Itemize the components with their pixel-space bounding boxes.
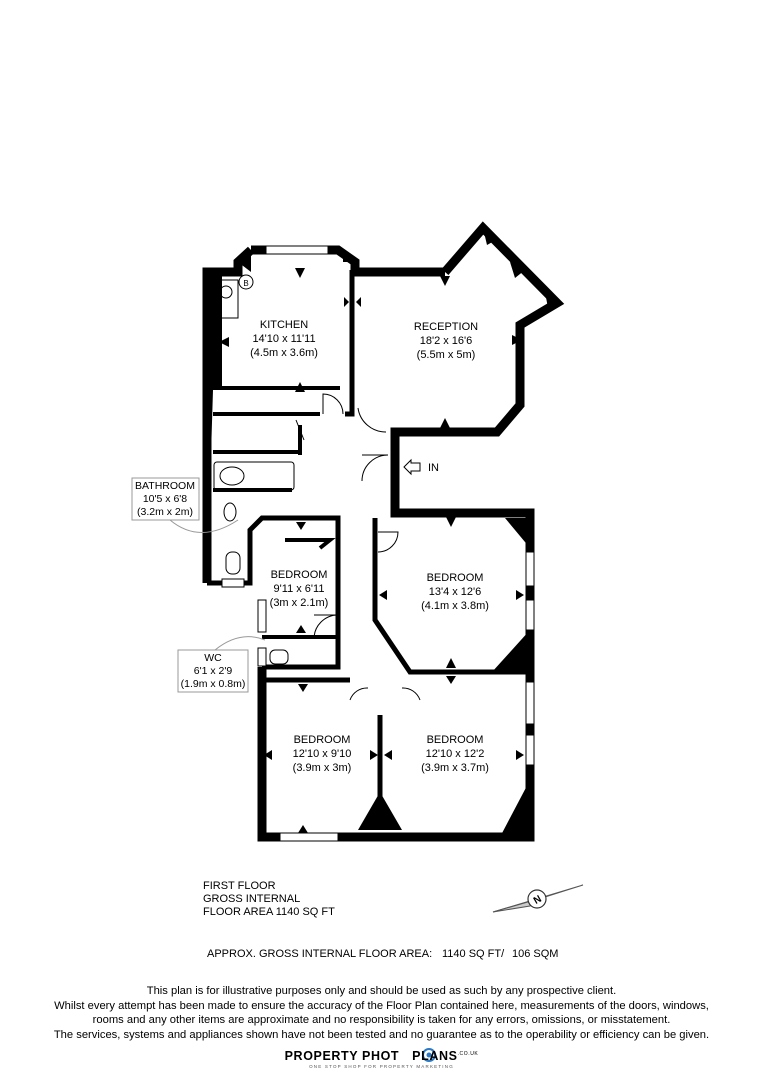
boiler-label: B <box>243 279 248 288</box>
wc-dim-imperial: 6'1 x 2'9 <box>194 665 233 677</box>
entrance-label: IN <box>428 462 439 474</box>
compass-icon: N <box>492 884 584 913</box>
kitchen-door-icon <box>322 393 344 415</box>
doors <box>295 393 421 701</box>
entrance-arrow-icon <box>403 458 421 476</box>
bedroom-east-dim-imperial: 13'4 x 12'6 <box>429 586 482 598</box>
disclaimer-line: Whilst every attempt has been made to en… <box>54 999 709 1012</box>
floor-info-line2: GROSS INTERNAL <box>203 893 301 905</box>
approx-area-label: APPROX. GROSS INTERNAL FLOOR AREA: <box>207 948 433 960</box>
kitchen-sink-icon <box>219 285 233 299</box>
bedroom-east-dim-metric: (4.1m x 3.8m) <box>421 600 489 612</box>
bedroom-sw-dim-metric: (3.9m x 3m) <box>293 762 352 774</box>
bedroom-east-name: BEDROOM <box>427 572 484 584</box>
bath-icon <box>213 461 295 491</box>
small-bedroom-door-icon <box>313 614 339 640</box>
bedroom-sw-door-icon <box>349 687 369 701</box>
brand-camera-icon <box>422 1048 436 1062</box>
reception-dim-imperial: 18'2 x 16'6 <box>420 335 473 347</box>
bedroom-small-dim-metric: (3m x 2.1m) <box>270 597 329 609</box>
approx-area-sqm: 106 SQM <box>512 948 559 960</box>
bathroom-callout: BATHROOM 10'5 x 6'8 (3.2m x 2m) <box>131 477 239 533</box>
compass-north-label: N <box>532 894 544 907</box>
cupboard-door-icon <box>295 419 305 441</box>
brand-logo: PROPERTY PHOT PLANS.CO.UK ONE STOP SHOP F… <box>0 1049 763 1069</box>
dimension-markers <box>219 268 524 833</box>
kitchen-dim-imperial: 14'10 x 11'11 <box>252 333 315 345</box>
wc-toilet-icon <box>269 649 289 665</box>
sink-icon <box>223 502 237 522</box>
wc-dim-metric: (1.9m x 0.8m) <box>181 678 246 690</box>
bedroom-sw-name: BEDROOM <box>294 734 351 746</box>
reception-door-icon <box>357 407 387 433</box>
kitchen-dim-metric: (4.5m x 3.6m) <box>250 347 318 359</box>
bedroom-east-door-icon <box>377 531 399 553</box>
disclaimer: This plan is for illustrative purposes o… <box>0 984 763 1042</box>
windows <box>221 245 535 842</box>
approx-area-sqft: 1140 SQ FT/ <box>442 948 505 960</box>
wc-name: WC <box>204 652 222 664</box>
disclaimer-line: rooms and any other items are approximat… <box>92 1014 671 1026</box>
wc-callout: WC 6'1 x 2'9 (1.9m x 0.8m) <box>177 636 266 693</box>
bedroom-se-door-icon <box>401 687 421 701</box>
kitchen-name: KITCHEN <box>260 319 308 331</box>
corner-fills <box>207 228 557 837</box>
brand-tagline: ONE STOP SHOP FOR PROPERTY MARKETING <box>309 1064 454 1069</box>
brand-tld: .CO.UK <box>457 1050 479 1057</box>
bedroom-small-dim-imperial: 9'11 x 6'11 <box>274 583 325 595</box>
floor-info-line3: FLOOR AREA 1140 SQ FT <box>203 906 335 918</box>
fixtures <box>213 274 295 665</box>
disclaimer-line: This plan is for illustrative purposes o… <box>146 985 617 997</box>
toilet-icon <box>225 551 241 575</box>
reception-dim-metric: (5.5m x 5m) <box>417 349 476 361</box>
bedroom-se-dim-metric: (3.9m x 3.7m) <box>421 762 489 774</box>
bathroom-dim-imperial: 10'5 x 6'8 <box>143 493 187 505</box>
bedroom-se-name: BEDROOM <box>427 734 484 746</box>
floor-info: FIRST FLOOR GROSS INTERNAL FLOOR AREA 11… <box>203 880 335 919</box>
reception-name: RECEPTION <box>414 321 478 333</box>
boiler-icon <box>238 274 254 290</box>
bedroom-se-dim-imperial: 12'10 x 12'2 <box>426 748 485 760</box>
bedroom-sw-dim-imperial: 12'10 x 9'10 <box>293 748 352 760</box>
bath-basin-icon <box>219 466 245 486</box>
bedroom-small-name: BEDROOM <box>271 569 328 581</box>
hob-icon <box>213 279 239 319</box>
disclaimer-line: The services, systems and appliances sho… <box>53 1028 710 1041</box>
bathroom-dim-metric: (3.2m x 2m) <box>137 506 193 518</box>
bathroom-name: BATHROOM <box>135 480 195 492</box>
floor-info-line1: FIRST FLOOR <box>203 880 276 892</box>
brand-name-right: PLANS <box>412 1049 458 1063</box>
brand-name-left: PROPERTY PHOT <box>284 1049 400 1063</box>
entrance-door-icon <box>361 454 389 482</box>
